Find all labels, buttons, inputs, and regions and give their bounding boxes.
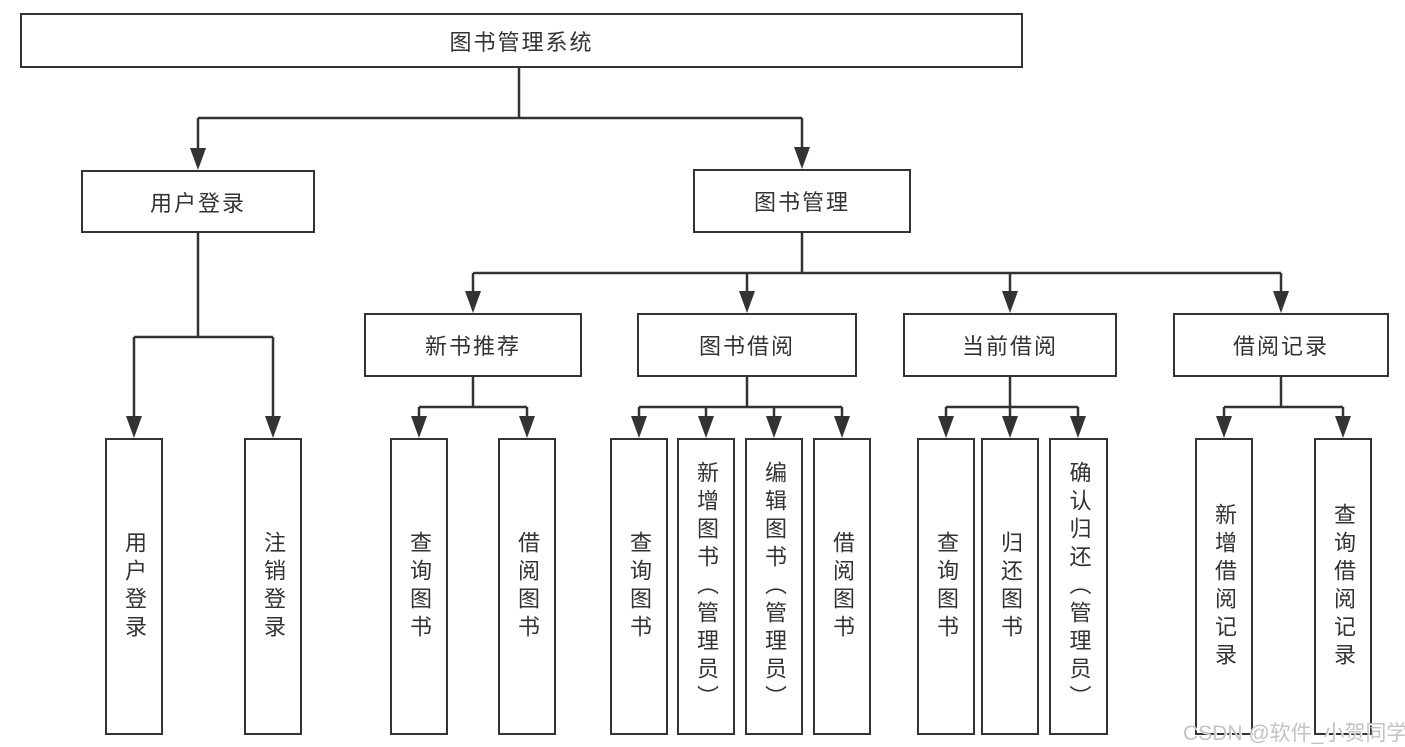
node-root-label: 图书管理系统 bbox=[449, 29, 594, 55]
node-leaf-newbook-borrow-label: 借阅图书 bbox=[515, 530, 540, 643]
node-borrow-records-label: 借阅记录 bbox=[1232, 334, 1329, 359]
node-leaf-current-return-label: 归还图书 bbox=[998, 530, 1023, 643]
node-leaf-record-add-label: 新增借阅记录 bbox=[1212, 502, 1237, 671]
node-leaf-logout-label: 注销登录 bbox=[261, 530, 286, 643]
node-leaf-current-confirm-label: 确认归还（管理员） bbox=[1066, 460, 1092, 713]
node-borrow-records: 借阅记录 bbox=[1173, 313, 1389, 377]
node-leaf-borrow-borrow: 借阅图书 bbox=[813, 438, 871, 735]
node-leaf-current-query: 查询图书 bbox=[917, 438, 975, 735]
node-leaf-login: 用户登录 bbox=[105, 438, 163, 735]
node-leaf-borrow-add: 新增图书（管理员） bbox=[677, 438, 735, 735]
node-leaf-current-query-label: 查询图书 bbox=[934, 530, 959, 643]
node-leaf-login-label: 用户登录 bbox=[122, 530, 147, 643]
node-leaf-current-confirm: 确认归还（管理员） bbox=[1049, 438, 1108, 735]
node-new-books: 新书推荐 bbox=[364, 313, 582, 377]
node-book-borrow-label: 图书借阅 bbox=[698, 334, 795, 359]
node-leaf-record-add: 新增借阅记录 bbox=[1195, 438, 1253, 735]
node-book-mgmt-label: 图书管理 bbox=[753, 190, 850, 215]
node-leaf-record-query-label: 查询借阅记录 bbox=[1331, 502, 1356, 671]
node-user-login-label: 用户登录 bbox=[149, 190, 246, 216]
node-leaf-current-return: 归还图书 bbox=[981, 438, 1039, 735]
node-leaf-newbook-query: 查询图书 bbox=[390, 438, 448, 735]
node-leaf-borrow-add-label: 新增图书（管理员） bbox=[694, 460, 719, 713]
csdn-watermark: CSDN @软件_小贺同学 bbox=[1183, 722, 1405, 745]
node-book-borrow: 图书借阅 bbox=[637, 313, 857, 377]
node-leaf-borrow-borrow-label: 借阅图书 bbox=[830, 530, 855, 643]
node-user-login: 用户登录 bbox=[81, 170, 315, 233]
node-leaf-newbook-borrow: 借阅图书 bbox=[498, 438, 556, 735]
node-current-borrow: 当前借阅 bbox=[903, 313, 1117, 377]
node-leaf-borrow-edit-label: 编辑图书（管理员） bbox=[762, 460, 787, 713]
node-leaf-borrow-query-label: 查询图书 bbox=[627, 530, 652, 643]
node-leaf-logout: 注销登录 bbox=[244, 438, 302, 735]
node-leaf-borrow-edit: 编辑图书（管理员） bbox=[745, 438, 803, 735]
node-leaf-borrow-query: 查询图书 bbox=[610, 438, 668, 735]
node-book-mgmt: 图书管理 bbox=[693, 169, 911, 233]
node-leaf-record-query: 查询借阅记录 bbox=[1314, 438, 1372, 735]
node-new-books-label: 新书推荐 bbox=[424, 334, 521, 359]
arrowhead-icons bbox=[126, 147, 1351, 438]
node-leaf-newbook-query-label: 查询图书 bbox=[407, 530, 432, 643]
node-root: 图书管理系统 bbox=[20, 13, 1023, 68]
node-current-borrow-label: 当前借阅 bbox=[961, 334, 1058, 359]
